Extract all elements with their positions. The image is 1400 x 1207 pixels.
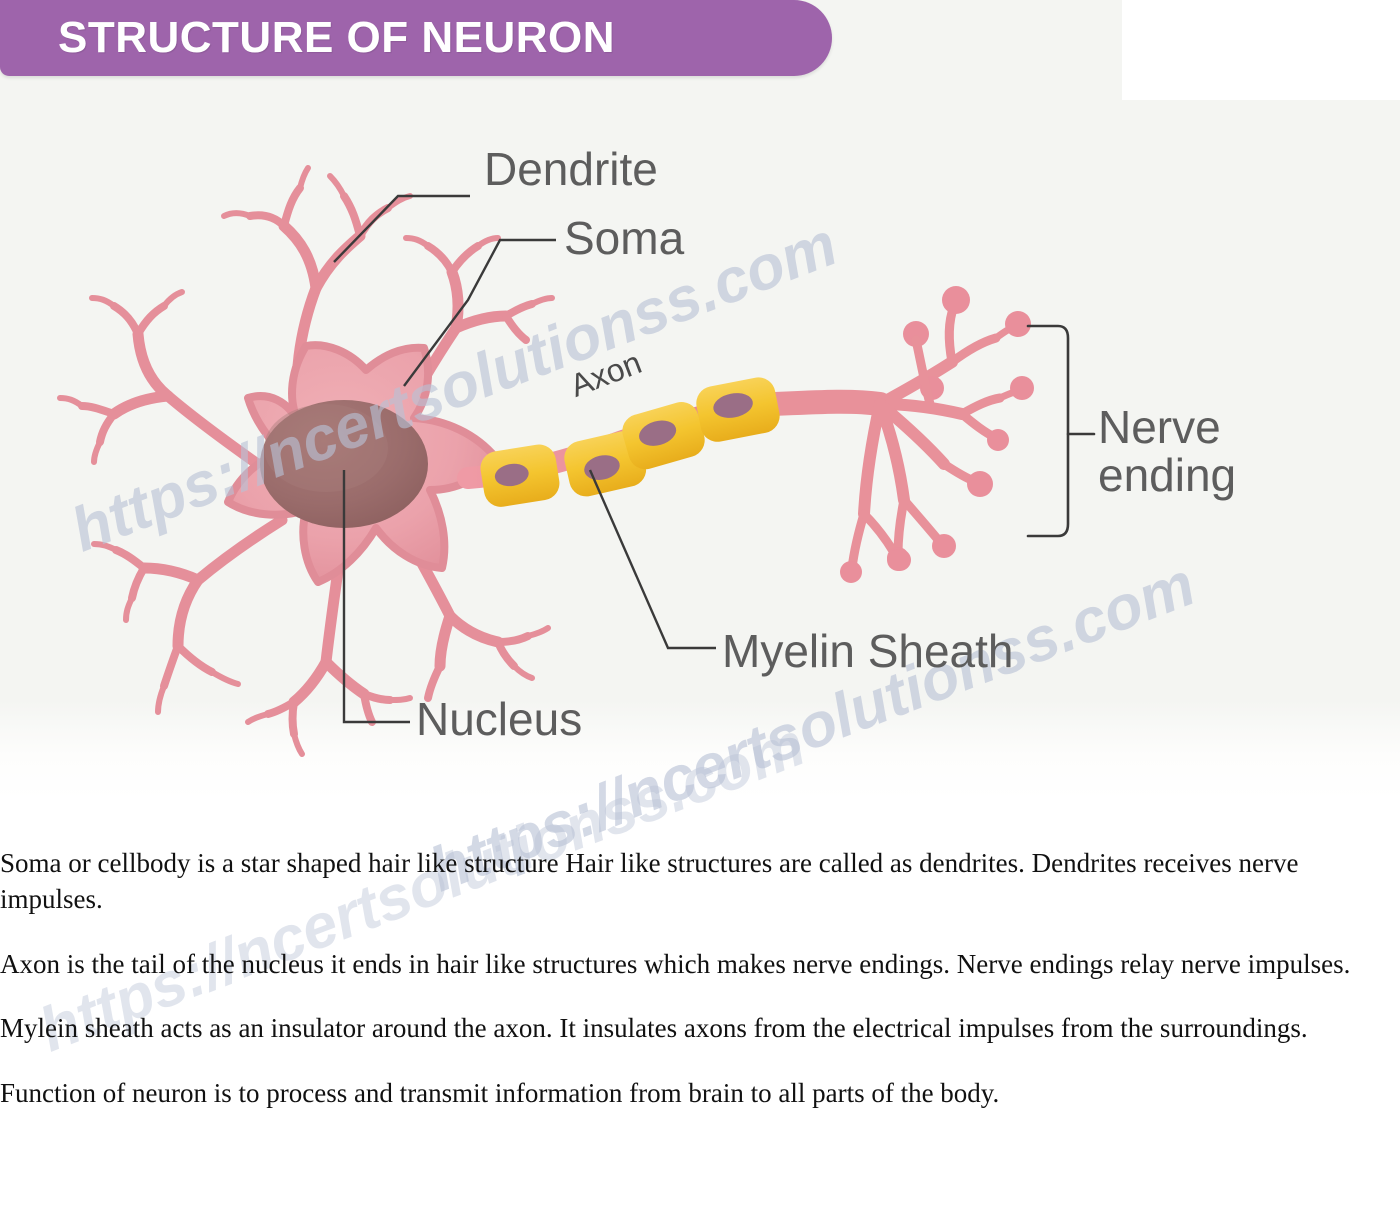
paragraph-soma: Soma or cellbody is a star shaped hair l… — [0, 848, 1299, 915]
nucleus-shape — [260, 400, 428, 528]
leader-dendrite — [333, 194, 470, 263]
label-myelin-sheath: Myelin Sheath — [722, 625, 1014, 677]
leader-nucleus — [342, 470, 410, 724]
leader-lines — [333, 194, 716, 724]
leader-soma — [403, 238, 556, 387]
diagram-white-patch — [1122, 0, 1400, 100]
paragraph-myelin: Mylein sheath acts as an insulator aroun… — [0, 1013, 1308, 1044]
page-title-banner: STRUCTURE OF NEURON — [0, 0, 832, 76]
nerve-ending-arbor — [840, 286, 1034, 583]
article-body: Soma or cellbody is a star shaped hair l… — [0, 845, 1400, 1139]
soma-cell-body — [224, 341, 500, 586]
neuron-illustration — [57, 165, 1096, 757]
leader-myelin-sheath — [588, 469, 716, 650]
page-title: STRUCTURE OF NEURON — [58, 13, 616, 62]
label-dendrite: Dendrite — [484, 143, 658, 195]
label-nerve-ending: Nerve ending — [1098, 401, 1237, 501]
label-nucleus: Nucleus — [416, 693, 583, 745]
paragraph-axon: Axon is the tail of the nucleus it ends … — [0, 948, 1351, 979]
nerve-ending-bracket — [1026, 324, 1096, 538]
neuron-diagram-panel: Dendrite Soma Axon Nerve ending Myelin S… — [0, 0, 1400, 800]
paragraph-function: Function of neuron is to process and tra… — [0, 1077, 1000, 1108]
myelin-sheath-segments — [480, 377, 780, 507]
diagram-fade-strip — [0, 700, 1400, 800]
label-soma: Soma — [564, 212, 685, 264]
